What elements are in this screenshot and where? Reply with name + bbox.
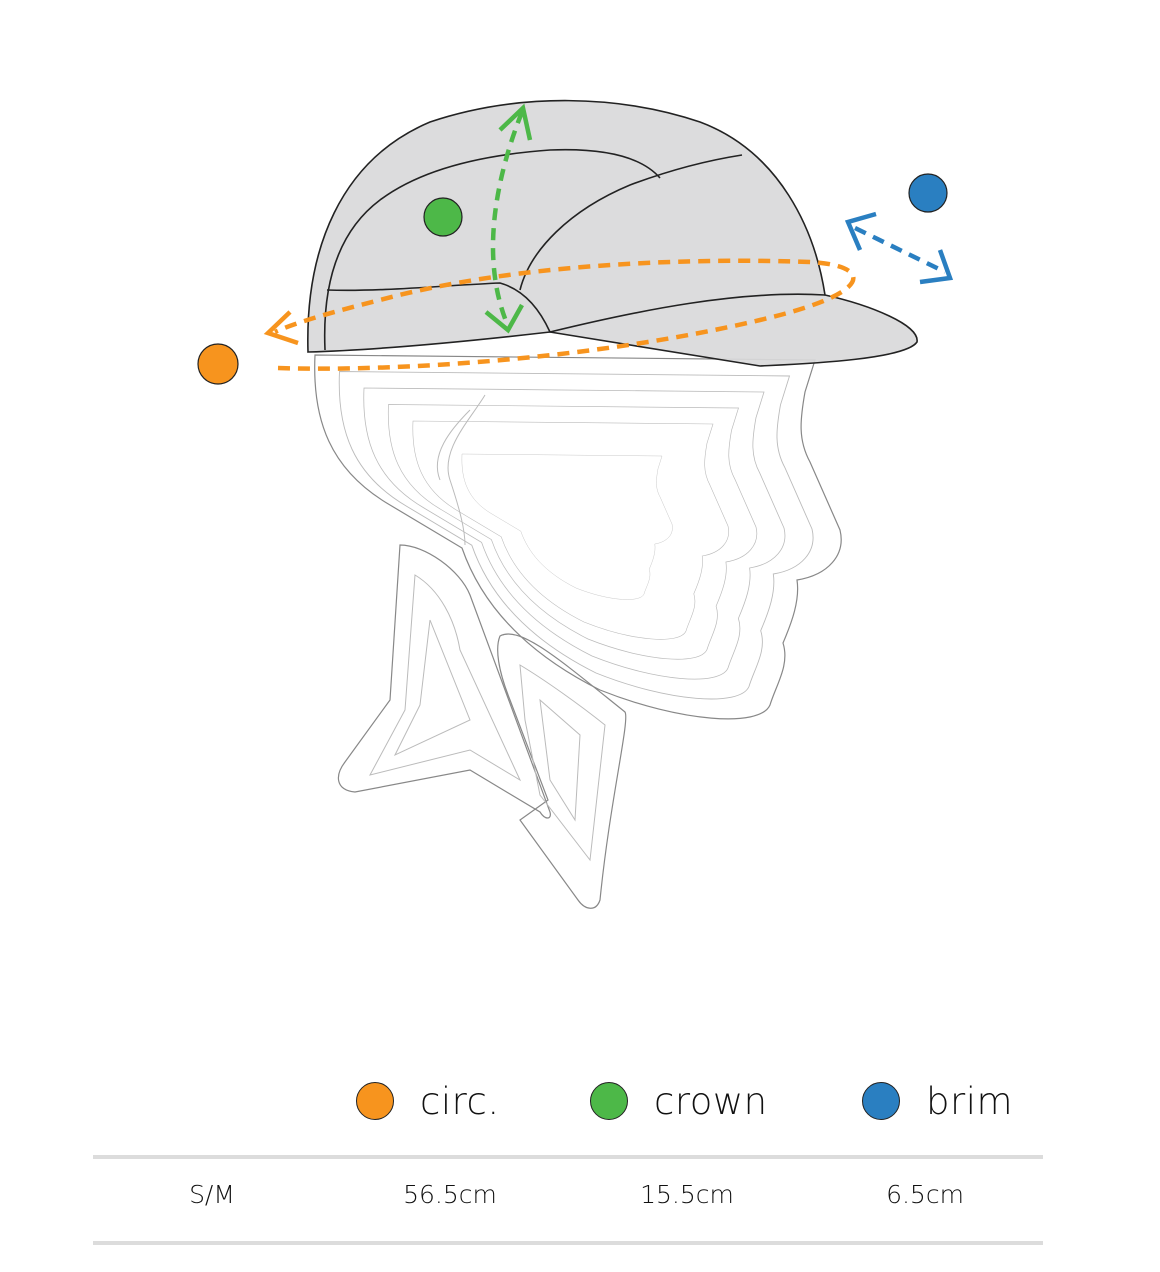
brim-marker-dot	[908, 173, 948, 213]
circumference-arrow	[263, 258, 856, 371]
legend-label: crown	[654, 1079, 768, 1123]
crown-arrow	[484, 103, 533, 334]
cap-sizing-diagram	[197, 99, 954, 909]
neck-silhouette	[337, 544, 627, 909]
brim-arrow	[844, 211, 954, 285]
crown-marker-dot	[423, 197, 463, 237]
cap	[307, 99, 918, 367]
circ-dot-icon	[356, 1082, 394, 1120]
legend-item-circ: circ.	[356, 1078, 500, 1124]
brim-cell: 6.5cm	[886, 1180, 964, 1209]
size-cell: S/M	[189, 1180, 235, 1209]
brim-dot-icon	[862, 1082, 900, 1120]
legend-label: circ.	[420, 1079, 500, 1123]
table-top-divider	[93, 1155, 1043, 1159]
circ-marker-dot	[197, 343, 239, 385]
legend-item-brim: brim	[862, 1078, 1013, 1124]
crown-cell: 15.5cm	[640, 1180, 734, 1209]
head-silhouette	[314, 354, 842, 720]
legend-item-crown: crown	[590, 1078, 768, 1124]
circ-cell: 56.5cm	[403, 1180, 497, 1209]
legend-label: brim	[926, 1079, 1014, 1123]
crown-dot-icon	[590, 1082, 628, 1120]
table-bottom-divider	[93, 1241, 1043, 1245]
